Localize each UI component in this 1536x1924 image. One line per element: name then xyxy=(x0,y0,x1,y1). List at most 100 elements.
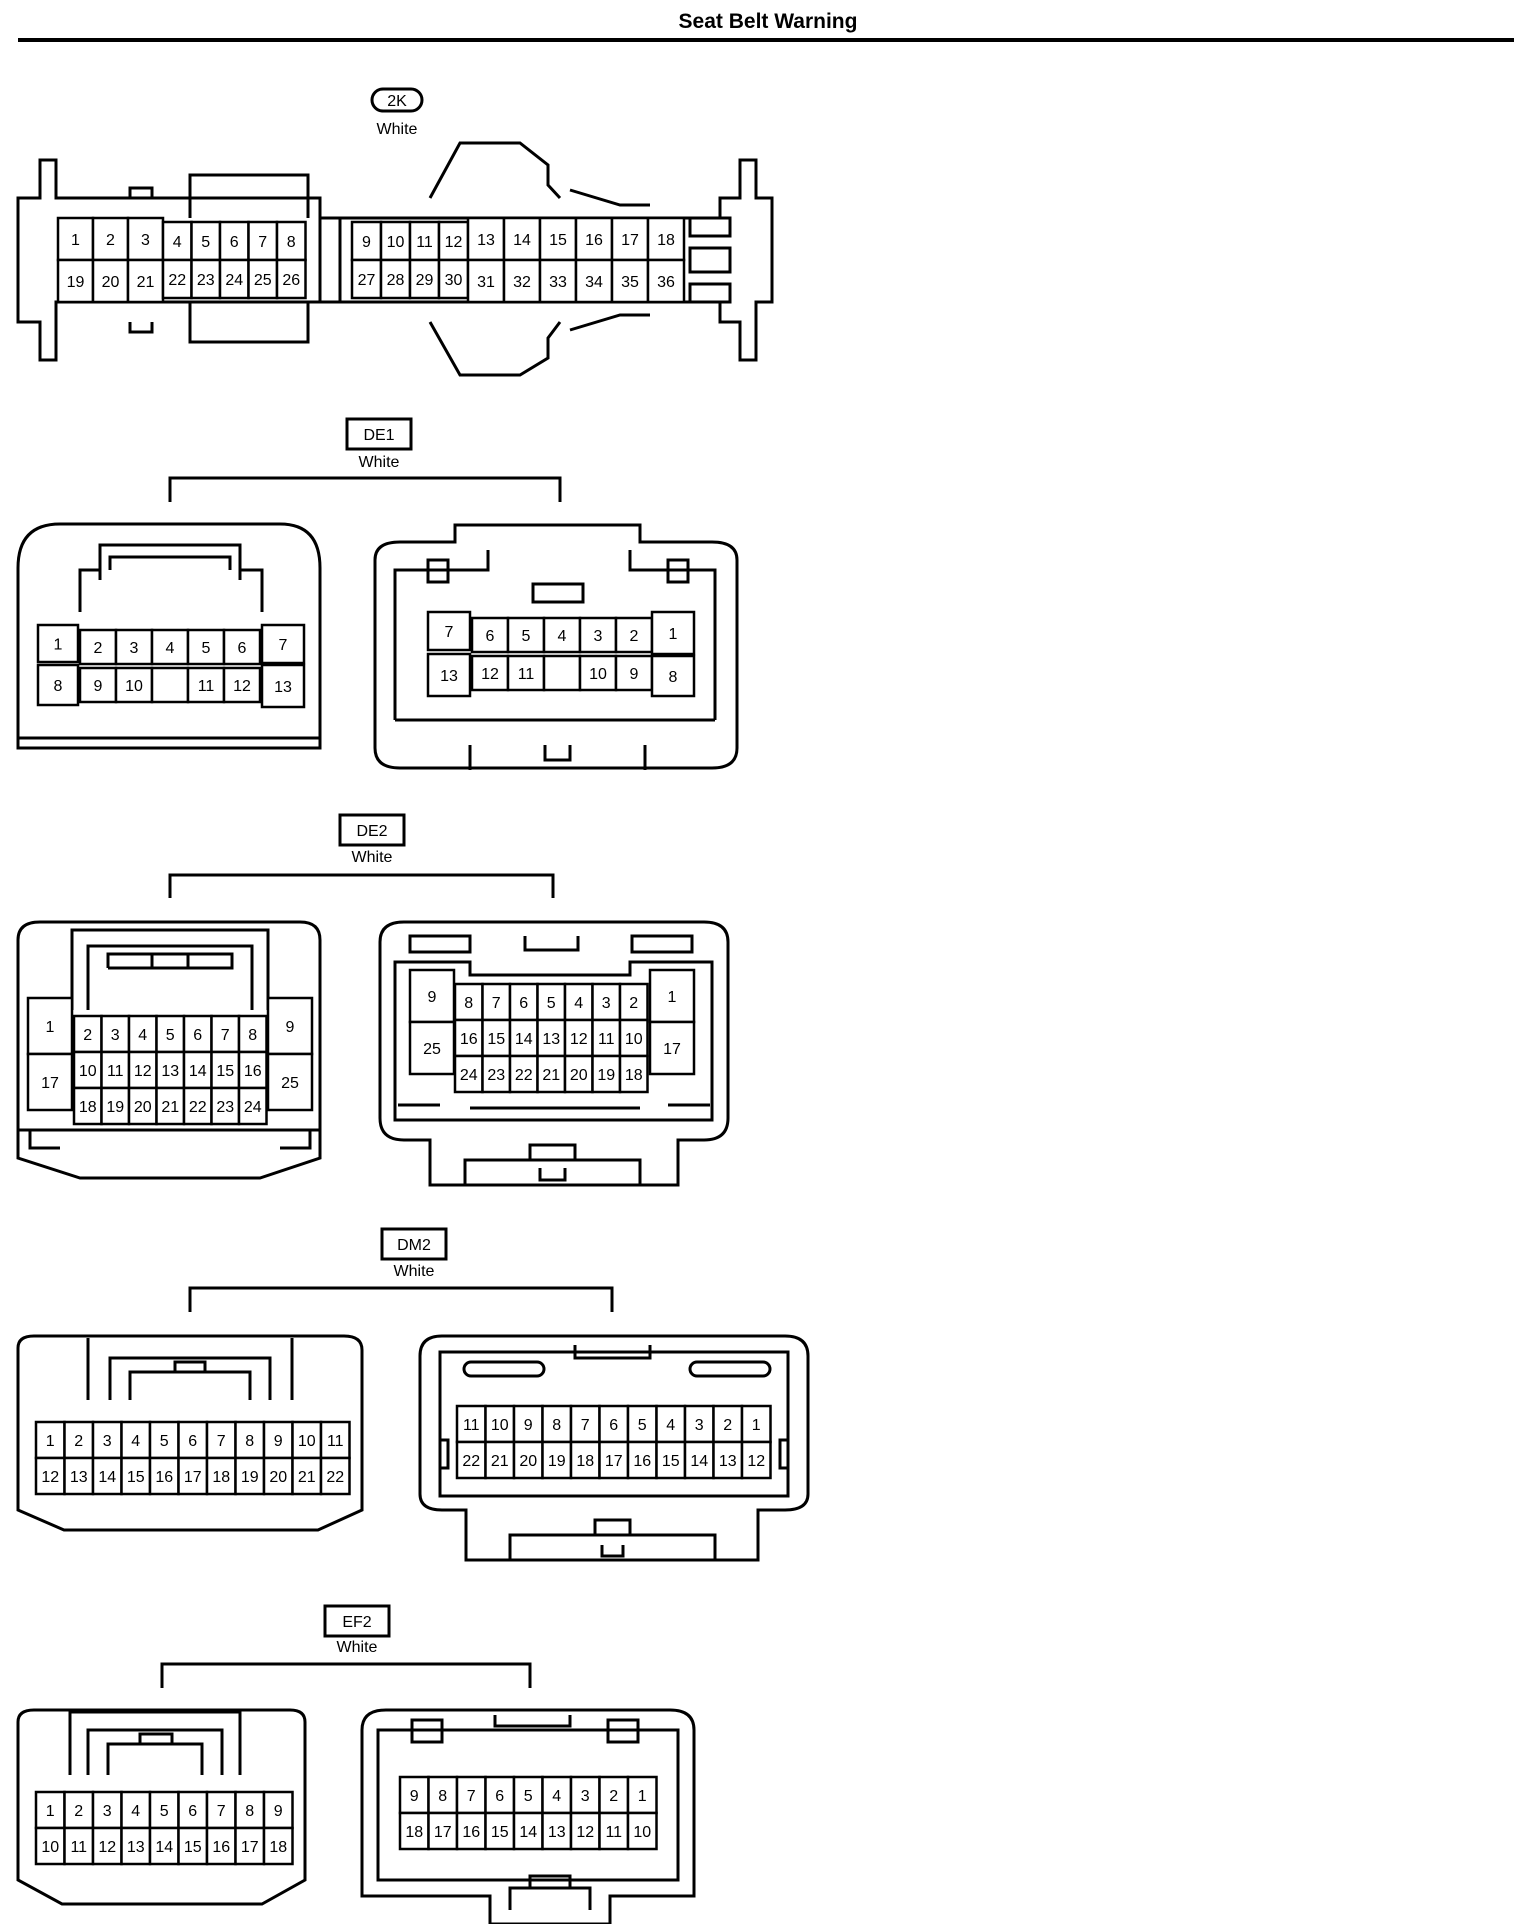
pin-cell xyxy=(542,616,582,654)
pin-number: 2 xyxy=(106,232,115,249)
pin-number: 10 xyxy=(298,1433,316,1450)
pin-cell xyxy=(578,616,618,654)
pin-cell xyxy=(177,1456,209,1496)
inner-frame xyxy=(493,1715,572,1728)
pin-number: 20 xyxy=(269,1469,287,1486)
pin-cell xyxy=(569,1811,601,1851)
pin-cell xyxy=(455,1404,487,1444)
pin-number: 10 xyxy=(491,1417,509,1434)
pin-number: 12 xyxy=(41,1469,59,1486)
pin-number: 29 xyxy=(416,272,434,289)
pin-number: 3 xyxy=(695,1417,704,1434)
latch-slot xyxy=(688,282,732,304)
pin-number: 35 xyxy=(621,274,639,291)
pin-cell xyxy=(262,1456,294,1496)
latch-slot xyxy=(462,1360,546,1378)
connector-id: DE2 xyxy=(356,823,387,840)
pin-number: 17 xyxy=(605,1453,623,1470)
connector-id: DE1 xyxy=(363,427,394,444)
pin-number: 10 xyxy=(387,234,405,251)
pin-number: 21 xyxy=(491,1453,509,1470)
pin-number: 22 xyxy=(462,1453,480,1470)
latch-frame xyxy=(78,543,264,612)
connector-id: EF2 xyxy=(342,1614,371,1631)
pin-number: 30 xyxy=(445,272,463,289)
pin-number: 3 xyxy=(111,1027,120,1044)
pin-number: 1 xyxy=(46,1433,55,1450)
latch-tab xyxy=(508,1874,592,1910)
pin-cell xyxy=(626,1440,658,1480)
connector-housing-left xyxy=(16,522,322,750)
pin-number: 8 xyxy=(245,1803,254,1820)
connector-housing-left xyxy=(16,1708,307,1906)
pin-cell xyxy=(408,1020,456,1076)
connector-id-badge xyxy=(370,87,424,113)
pin-number: 14 xyxy=(690,1453,708,1470)
pin-number: 13 xyxy=(127,1839,145,1856)
connector-housing-right xyxy=(373,523,739,770)
latch-slot xyxy=(531,582,585,604)
housing-top-bump xyxy=(428,141,562,200)
pin-number: 20 xyxy=(102,274,120,291)
pin-number: 2 xyxy=(83,1027,92,1044)
pin-cell xyxy=(481,982,512,1022)
title-divider xyxy=(18,38,1514,42)
pin-number: 6 xyxy=(238,640,247,657)
pin-cell xyxy=(683,1440,715,1480)
pin-number: 34 xyxy=(585,274,603,291)
pin-cell xyxy=(740,1440,772,1480)
pin-number: 5 xyxy=(638,1417,647,1434)
pin-number: 19 xyxy=(597,1067,615,1084)
pin-cell xyxy=(408,968,456,1024)
pin-cell xyxy=(205,1826,237,1866)
pin-number: 3 xyxy=(103,1433,112,1450)
pin-number: 7 xyxy=(445,624,454,641)
pin-number: 18 xyxy=(405,1824,423,1841)
pin-number: 7 xyxy=(581,1417,590,1434)
pin-number: 14 xyxy=(513,232,531,249)
pin-number: 12 xyxy=(576,1824,594,1841)
pin-number: 11 xyxy=(198,678,215,695)
pin-cell xyxy=(120,1456,152,1496)
pin-number: 19 xyxy=(241,1469,259,1486)
pin-number: 18 xyxy=(657,232,675,249)
pin-number: 1 xyxy=(46,1803,55,1820)
pin-number: 8 xyxy=(287,234,296,251)
pin-number: 15 xyxy=(216,1063,234,1080)
page-title: Seat Belt Warning xyxy=(678,10,858,33)
pin-cell xyxy=(91,1420,123,1460)
latch-slot xyxy=(688,246,732,274)
pin-number: 7 xyxy=(492,995,501,1012)
pin-cell xyxy=(91,1790,123,1830)
latch-slot xyxy=(606,1718,640,1744)
pin-number: 15 xyxy=(127,1469,145,1486)
pin-cell xyxy=(36,663,80,707)
pin-number: 5 xyxy=(160,1433,169,1450)
pin-cell xyxy=(598,1811,630,1851)
latch-frame xyxy=(86,1728,224,1775)
pin-cell xyxy=(26,1052,74,1112)
pin-number: 7 xyxy=(217,1803,226,1820)
pin-cell xyxy=(574,258,614,304)
pin-number: 14 xyxy=(155,1839,173,1856)
pin-number: 18 xyxy=(269,1839,287,1856)
pin-cell xyxy=(63,1826,95,1866)
pin-number: 8 xyxy=(464,995,473,1012)
pin-cell xyxy=(614,654,654,692)
pin-number: 11 xyxy=(70,1839,87,1856)
pin-number: 12 xyxy=(134,1063,152,1080)
pin-number: 8 xyxy=(552,1417,561,1434)
pin-number: 10 xyxy=(41,1839,59,1856)
pin-number: 22 xyxy=(189,1099,207,1116)
housing-top-bump xyxy=(128,186,154,198)
pin-cell xyxy=(262,1420,294,1460)
latch-frame xyxy=(86,1338,294,1400)
side-slot xyxy=(778,1438,790,1470)
pin-cell xyxy=(155,1050,186,1090)
pin-number: 7 xyxy=(467,1788,476,1805)
pin-cell xyxy=(650,610,696,656)
pin-cell xyxy=(506,616,546,654)
pin-number: 20 xyxy=(519,1453,537,1470)
housing-bottom-bump xyxy=(128,322,154,334)
